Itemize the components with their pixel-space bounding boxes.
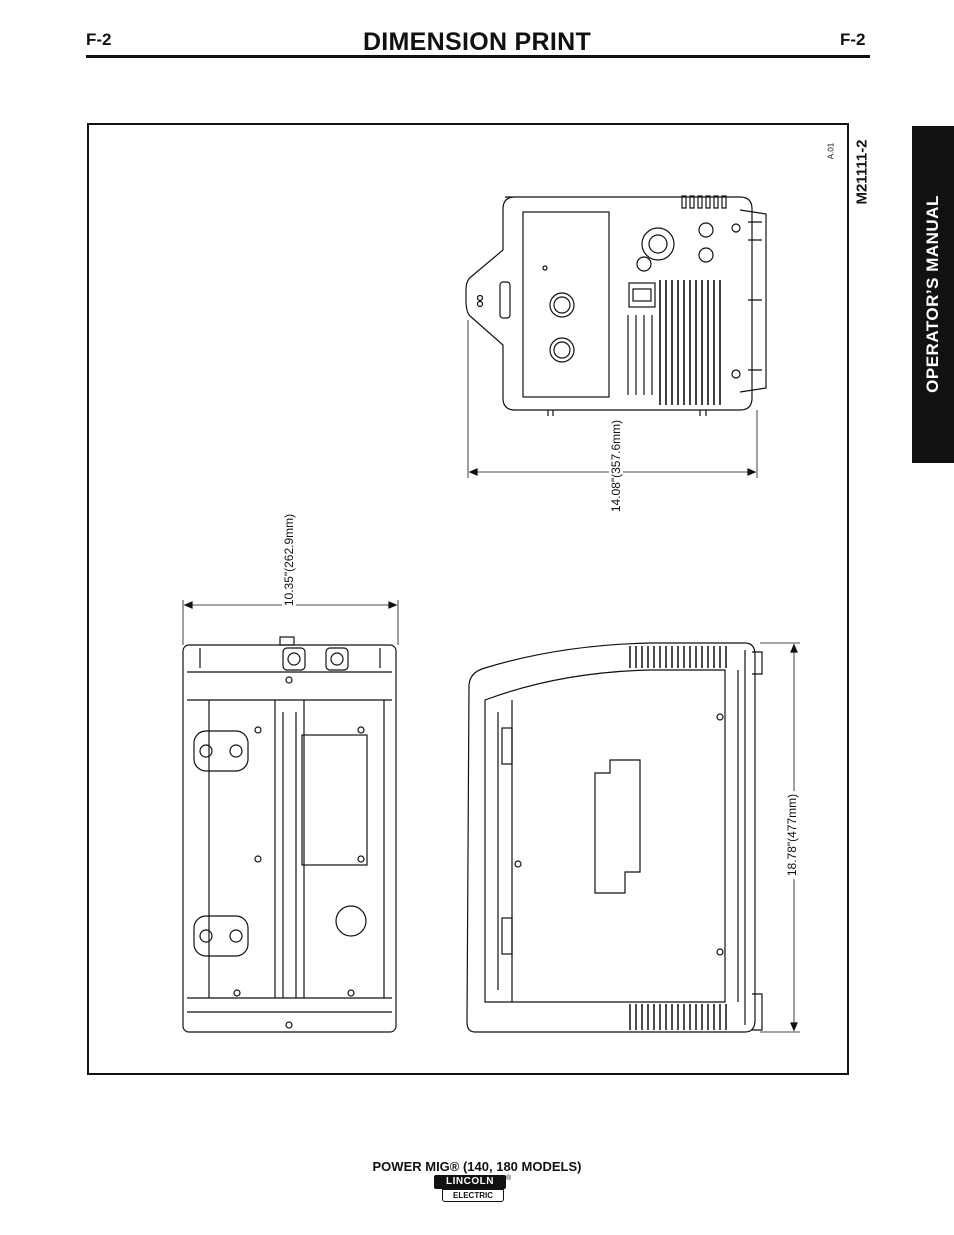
drawing-frame [87, 123, 849, 1075]
top-view [465, 195, 767, 478]
side-view [466, 642, 800, 1033]
logo-top-text: LINCOLN [434, 1175, 506, 1189]
revision-label: A.01 [826, 142, 836, 160]
height-dimension: 14.08"(357.6mm) [609, 416, 623, 516]
logo-bottom-text: ELECTRIC [442, 1189, 504, 1202]
width-dimension: 10.35"(262.9mm) [282, 510, 296, 610]
depth-dimension: 18.78"(477mm) [785, 790, 799, 880]
section-tab [912, 126, 954, 463]
header-rule [86, 55, 870, 58]
lincoln-electric-logo: LINCOLN ELECTRIC ® [434, 1175, 512, 1204]
front-view [182, 600, 399, 1033]
product-name: POWER MIG® (140, 180 MODELS) [372, 1159, 582, 1174]
page-number-right: F-2 [840, 30, 866, 49]
document-number: M21111-2 [853, 139, 871, 205]
page-number-left: F-2 [86, 30, 112, 49]
page-title: DIMENSION PRINT [362, 28, 592, 56]
logo-registered-mark: ® [506, 1175, 512, 1182]
